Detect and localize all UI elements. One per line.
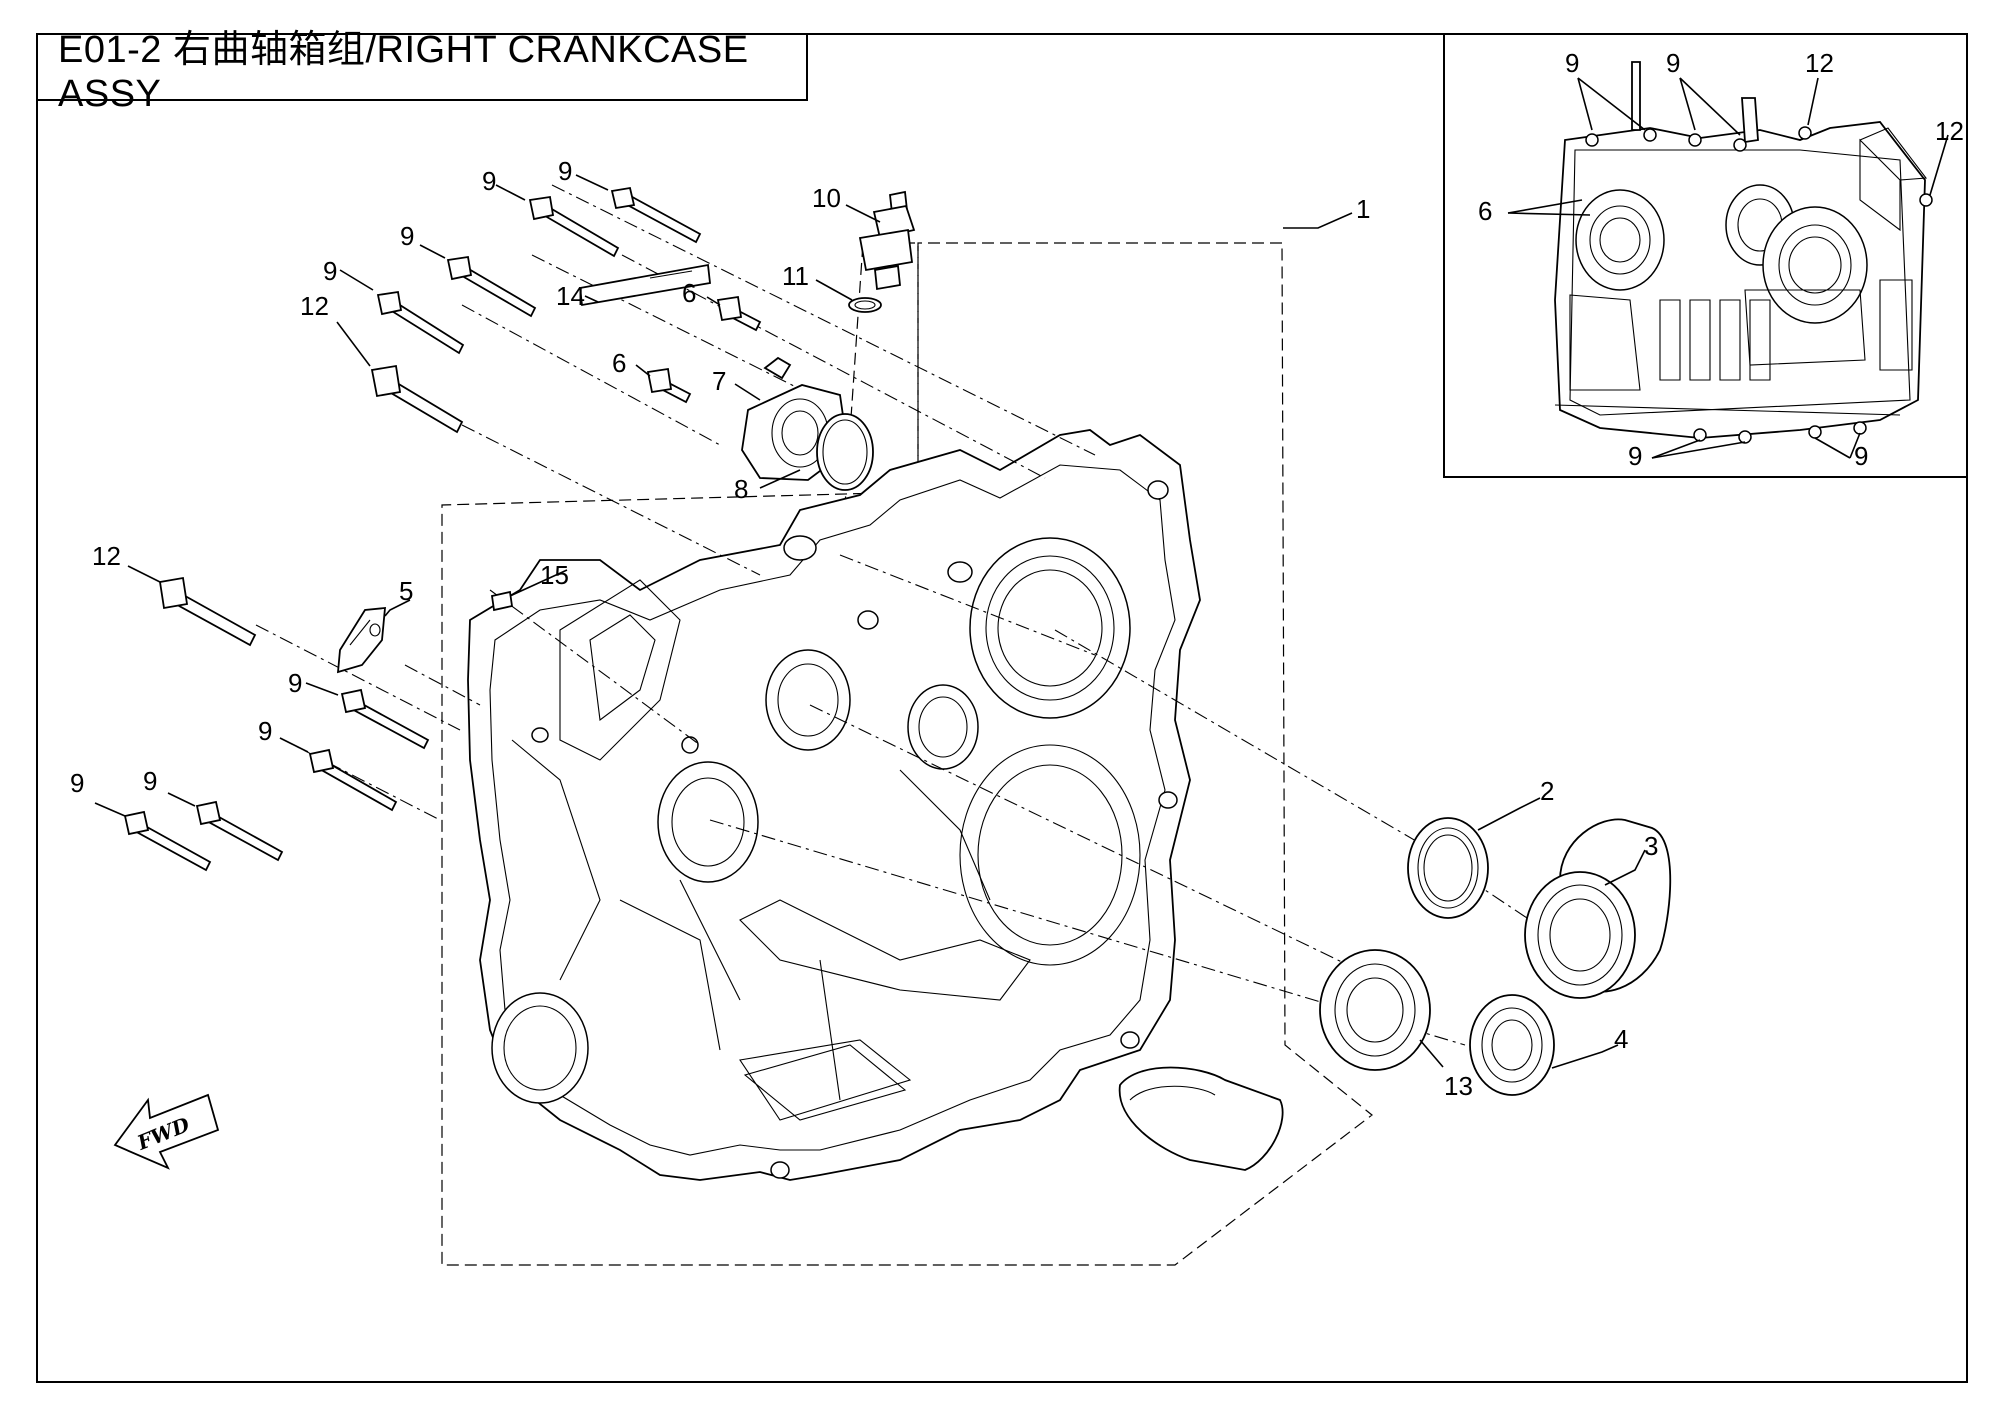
o-ring-8 [816,413,874,491]
bolt-9-e [340,688,430,750]
callout-9-f: 9 [258,716,272,746]
bolt-9-a [610,186,702,244]
callout-6-b: 6 [612,348,626,378]
pin-15 [490,590,514,612]
inset-callout-9-d: 9 [1854,441,1868,471]
callout-9-d: 9 [323,256,337,286]
callout-3: 3 [1644,831,1658,861]
callout-10: 10 [812,183,841,213]
callout-9-b: 9 [558,156,572,186]
drawing-frame [36,33,1968,1383]
inset-callout-12-a: 12 [1805,48,1834,78]
bearing-3 [1524,818,1672,999]
bolts [123,186,762,872]
half-bearing [1118,1066,1284,1171]
diagram-title: E01-2 右曲轴箱组/RIGHT CRANKCASE ASSY [58,29,749,115]
bolt-9-h [123,810,212,872]
inset-drawing: 9 9 12 12 6 9 9 [1478,48,1964,471]
bolt-6-b [646,367,692,404]
bolt-9-g [195,800,284,862]
inset-callout-9-c: 9 [1628,441,1642,471]
bolt-12-b [158,576,257,647]
bolt-9-b [528,195,620,258]
oil-seal-2 [1407,817,1489,919]
callout-8: 8 [734,474,748,504]
bolt-12-a [370,364,464,434]
inset-callout-9-a: 9 [1565,48,1579,78]
callout-11: 11 [782,261,809,291]
callout-9-a: 9 [482,166,496,196]
callout-14: 14 [556,281,585,311]
inset-view-frame [1443,33,1968,478]
callout-9-c: 9 [400,221,414,251]
callout-1: 1 [1356,194,1370,224]
bearing-13 [1319,949,1431,1071]
bolt-9-d [376,290,465,355]
callout-9-g: 9 [143,766,157,796]
bolt-9-f [308,748,398,812]
plate-14 [579,263,711,307]
callout-5: 5 [399,576,413,606]
callout-6-a: 6 [682,278,696,308]
assembly-boundary-upper [441,242,1373,1266]
bracket-5 [336,606,386,674]
inset-callout-12-b: 12 [1935,116,1964,146]
bolt-6-a [716,295,762,332]
callout-15: 15 [540,560,569,590]
o-ring-11 [848,297,882,313]
callout-12-a: 12 [300,291,329,321]
inset-callout-6: 6 [1478,196,1492,226]
bolt-9-c [446,255,537,318]
bearing-4 [1469,994,1555,1096]
callout-labels: 1 2 3 4 5 6 6 7 8 9 9 9 9 9 9 9 9 10 11 … [70,156,1658,1101]
sensor-10 [858,190,916,291]
crankcase-body [467,429,1201,1181]
fwd-direction-arrow: FWD [113,1093,220,1170]
callout-9-h: 9 [70,768,84,798]
callout-12-b: 12 [92,541,121,571]
callout-9-e: 9 [288,668,302,698]
callout-7: 7 [712,366,726,396]
callout-4: 4 [1614,1024,1628,1054]
inset-callout-9-b: 9 [1666,48,1680,78]
callout-2: 2 [1540,776,1554,806]
diagram-title-box: E01-2 右曲轴箱组/RIGHT CRANKCASE ASSY [36,29,808,115]
callout-13: 13 [1444,1071,1473,1101]
leader-lines [94,174,1646,1069]
